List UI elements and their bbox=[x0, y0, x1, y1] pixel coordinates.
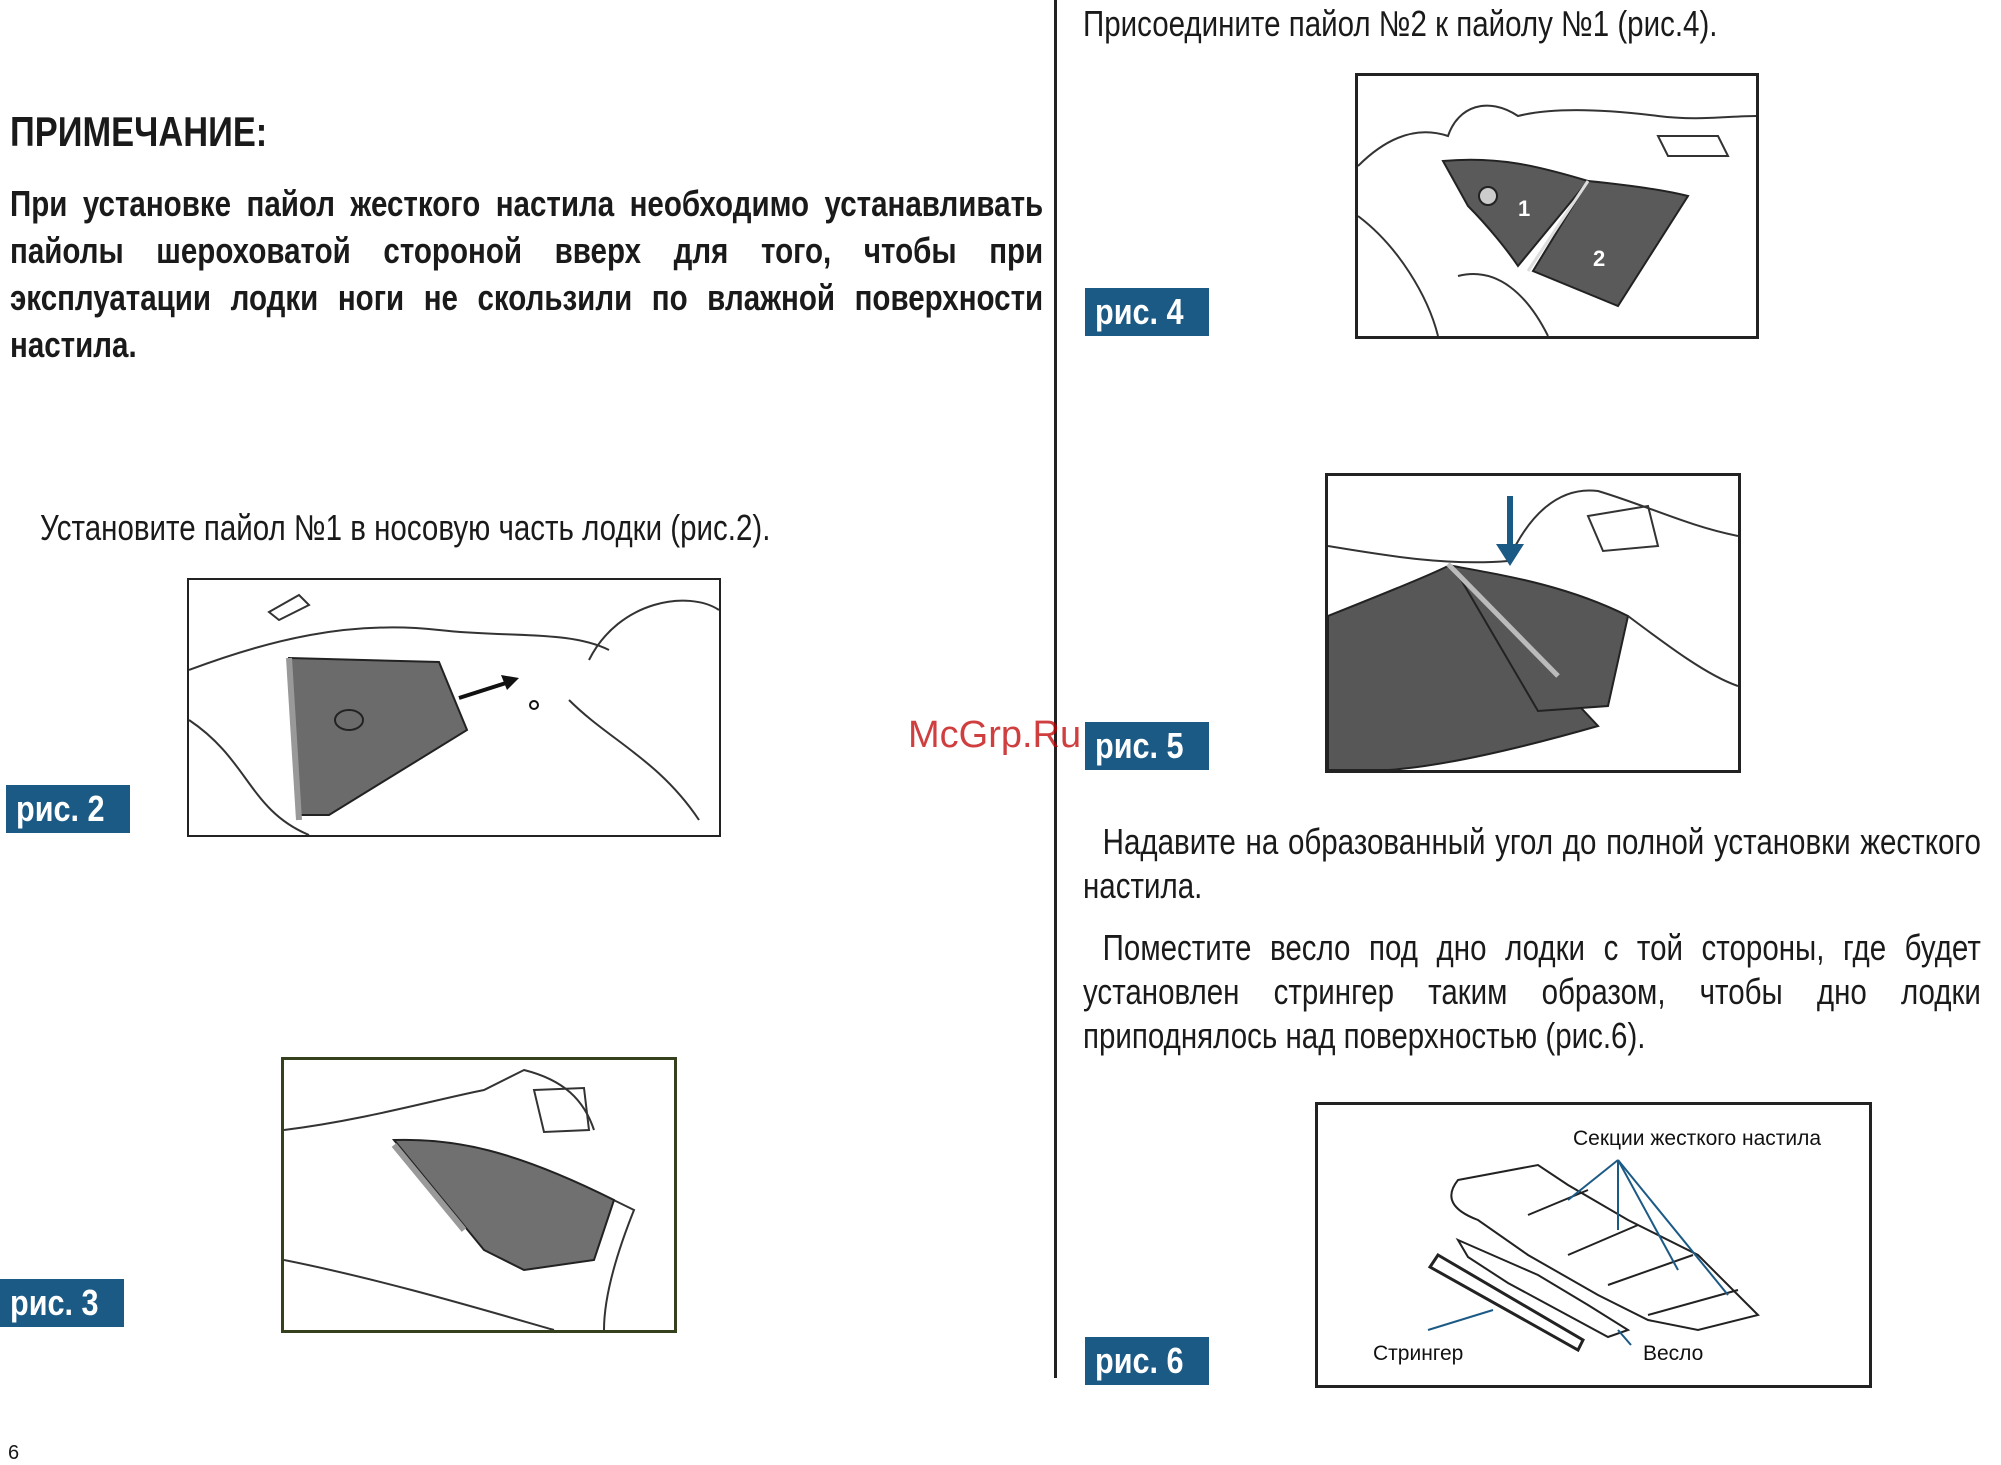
figure-4-number-1: 1 bbox=[1518, 196, 1530, 221]
figure-4-label: рис. 4 bbox=[1085, 288, 1210, 336]
note-title: ПРИМЕЧАНИЕ: bbox=[10, 108, 268, 155]
figure-4-image: 1 2 bbox=[1355, 73, 1759, 339]
step-install-floor-1: Установите пайол №1 в носовую часть лодк… bbox=[40, 507, 771, 548]
page-number: 6 bbox=[8, 1442, 20, 1464]
figure-3-image bbox=[281, 1057, 677, 1333]
figure-5-label: рис. 5 bbox=[1085, 722, 1210, 770]
figure-6-oar-label: Весло bbox=[1643, 1342, 1703, 1365]
step-press-corner: Надавите на образованный угол до полной … bbox=[1083, 821, 1981, 906]
figure-5-image bbox=[1325, 473, 1741, 773]
step-attach-floor-2: Присоедините пайол №2 к пайолу №1 (рис.4… bbox=[1083, 3, 1718, 44]
figure-3-label: рис. 3 bbox=[0, 1279, 125, 1327]
figure-6-image: Секции жесткого настила Стрингер Весло bbox=[1315, 1102, 1872, 1388]
note-body: При установке пайол жесткого настила нео… bbox=[10, 183, 1044, 365]
figure-4-number-2: 2 bbox=[1593, 246, 1605, 271]
watermark: McGrp.Ru bbox=[908, 714, 1082, 756]
figure-2-label: рис. 2 bbox=[6, 785, 131, 833]
figure-6-label: рис. 6 bbox=[1085, 1337, 1210, 1385]
figure-2-image bbox=[187, 578, 721, 837]
column-divider bbox=[1054, 0, 1057, 1378]
figure-6-stringer-label: Стрингер bbox=[1373, 1342, 1463, 1365]
step-place-oar: Поместите весло под дно лодки с той стор… bbox=[1083, 927, 1981, 1056]
figure-6-sections-label: Секции жесткого настила bbox=[1573, 1127, 1821, 1150]
